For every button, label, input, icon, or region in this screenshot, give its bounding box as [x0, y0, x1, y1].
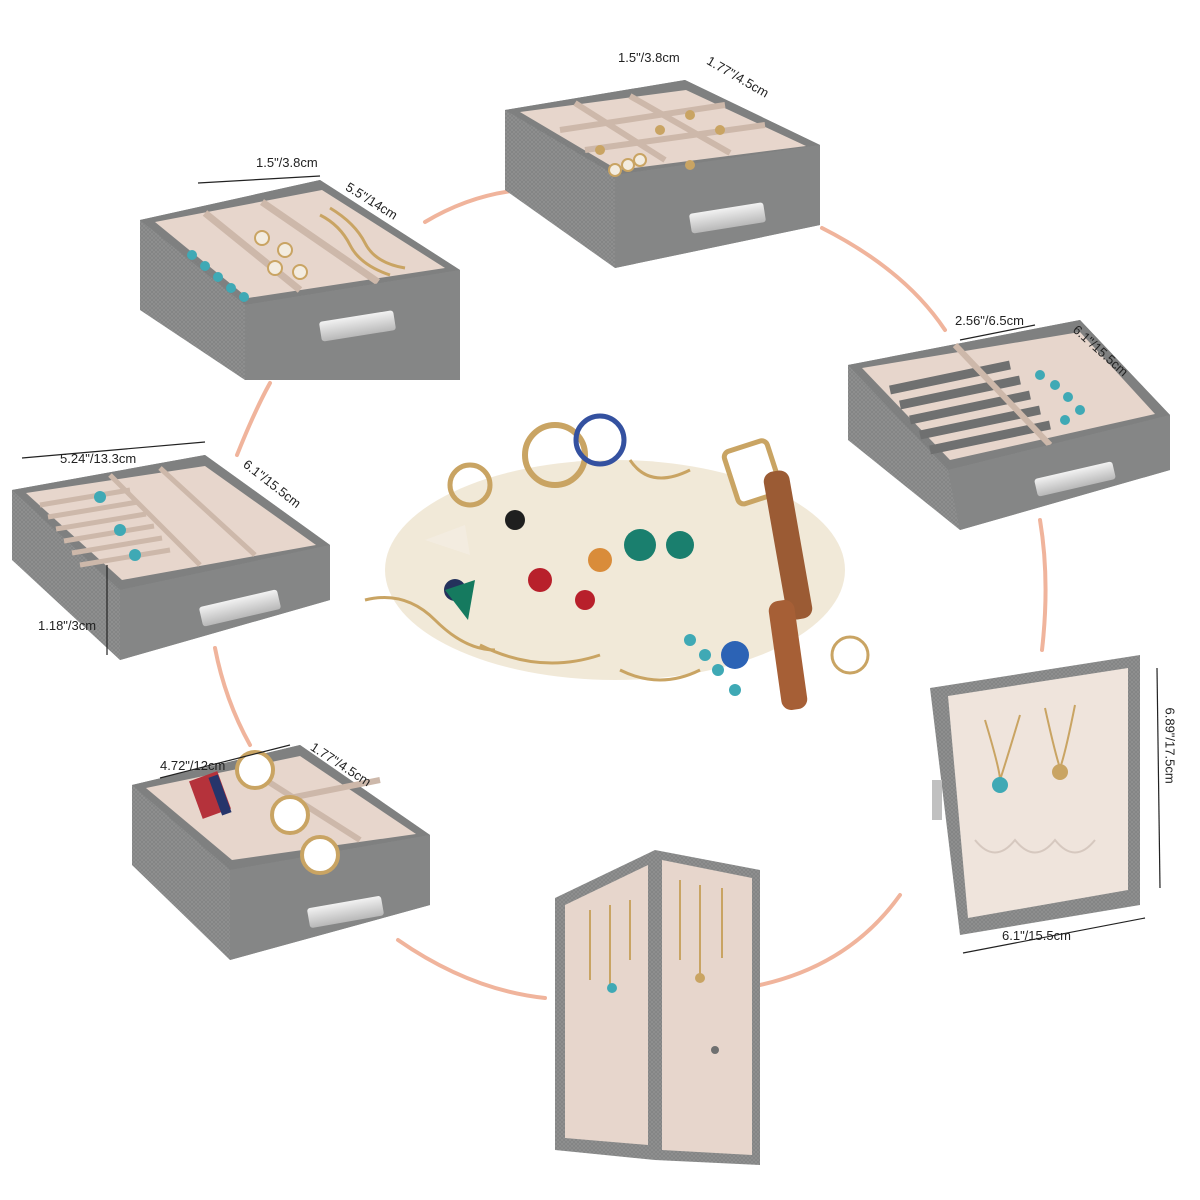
tray-right: [848, 320, 1170, 530]
book-organizer: [555, 850, 760, 1165]
dim-top-left-width: 1.5"/3.8cm: [256, 155, 318, 170]
dimension-lines: [21, 175, 1161, 954]
gems: [444, 510, 749, 669]
turquoise-rings: [94, 491, 141, 561]
connector-ring: [213, 188, 1048, 1000]
tray-bottom-left: [132, 745, 430, 960]
dim-bottom-left-width: 4.72"/12cm: [160, 758, 226, 773]
jewelry-pile: [364, 413, 870, 710]
tray-top-center: [505, 80, 820, 268]
dim-left-width: 5.24"/13.3cm: [60, 451, 137, 466]
pearl-bracelet: [608, 153, 647, 177]
tray-top-left: [140, 180, 460, 380]
turquoise-necklace: [1035, 370, 1085, 425]
dim-right-width: 2.56"/6.5cm: [955, 313, 1024, 328]
pearl-earrings: [254, 230, 308, 280]
dim-top-center-width: 1.5"/3.8cm: [618, 50, 680, 65]
watches: [189, 750, 340, 875]
gold-chains: [319, 206, 406, 277]
necklace-panel: [930, 655, 1140, 935]
dim-panel-height: 6.89"/17.5cm: [1162, 707, 1178, 784]
tray-left: [12, 455, 330, 660]
dim-panel-width: 6.1"/15.5cm: [1002, 928, 1071, 943]
dim-left-height: 1.18"/3cm: [38, 618, 97, 633]
turquoise-bracelet: [187, 250, 249, 302]
rings-and-earrings: [595, 110, 725, 170]
